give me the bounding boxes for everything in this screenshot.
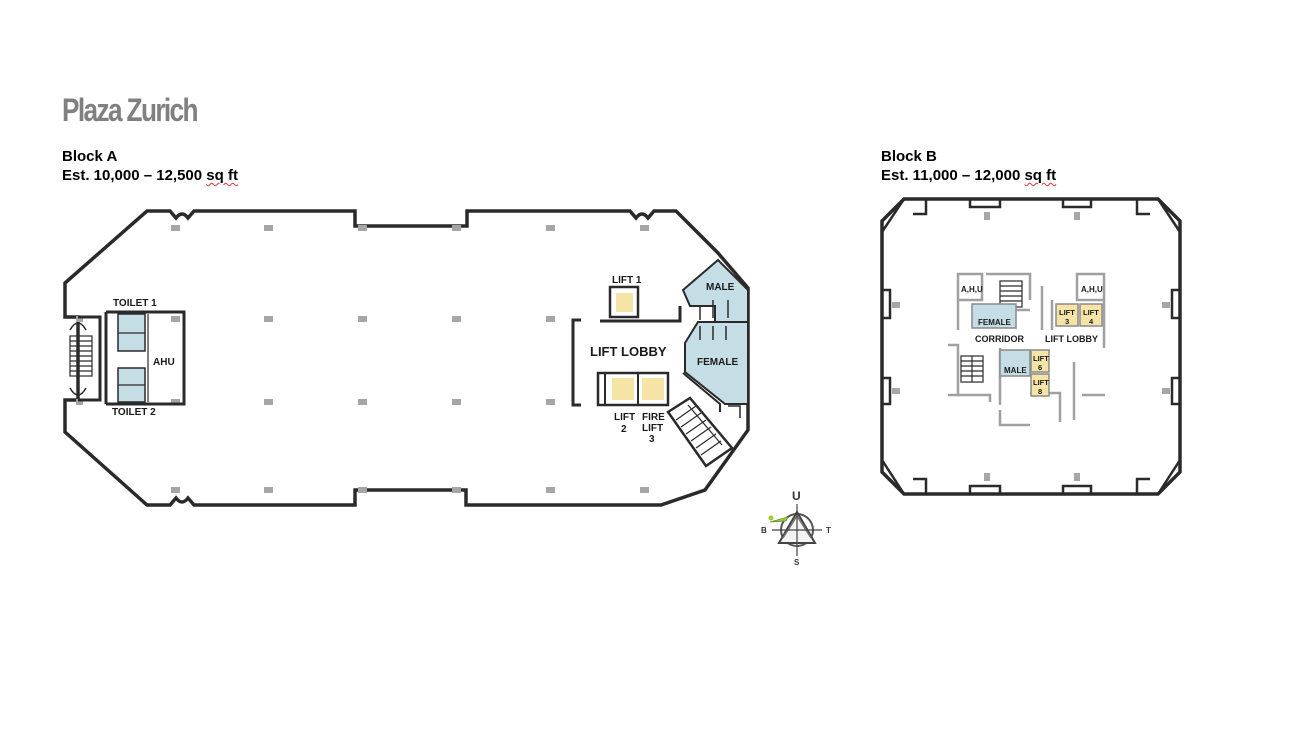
- block-a-outer-wall: [63, 209, 750, 507]
- column: [76, 316, 83, 322]
- lift-8-label-line2: 8: [1038, 387, 1042, 396]
- column: [546, 316, 555, 322]
- column: [1074, 212, 1080, 220]
- column: [358, 487, 367, 493]
- column: [546, 399, 555, 405]
- block-a-columns: [76, 225, 649, 493]
- wind-arrow-icon: [769, 516, 789, 523]
- column: [452, 316, 461, 322]
- male-toilet-room: [999, 349, 1031, 377]
- column: [640, 487, 649, 493]
- compass-south-label: S: [794, 558, 800, 567]
- column: [640, 225, 649, 231]
- page-title: Plaza Zurich: [62, 92, 199, 128]
- lift-6-label-line1: LIFT: [1033, 354, 1049, 363]
- lift-1-car: [616, 293, 633, 312]
- lift-1-label: LIFT 1: [612, 275, 642, 286]
- column: [171, 225, 180, 231]
- column: [171, 316, 180, 322]
- lift-2-car: [612, 378, 634, 400]
- column: [264, 487, 273, 493]
- column: [171, 487, 180, 493]
- column: [452, 487, 461, 493]
- column: [171, 399, 180, 405]
- block-b-heading: Block B Est. 11,000 – 12,000 sq ft: [881, 147, 1056, 185]
- block-b-core: A,H,U A,H,U FEMALE CORRIDOR LIFT LOBBY L…: [948, 272, 1106, 427]
- lift-4-label-line1: LIFT: [1083, 308, 1099, 317]
- block-a-name: Block A: [62, 148, 118, 165]
- compass-west-label: B: [761, 526, 767, 535]
- column: [984, 473, 990, 481]
- fire-lift-label-line1: FIRE: [642, 412, 665, 423]
- female-label: FEMALE: [697, 357, 738, 368]
- column: [452, 225, 461, 231]
- lift-4-car: [1079, 303, 1103, 327]
- wind-marker-icon: [768, 515, 774, 521]
- column: [76, 399, 83, 405]
- ahu-right-label: A,H,U: [1081, 285, 1103, 294]
- block-a-right-core: LIFT 1 LIFT LOBBY LIFT 2 FIRE LIFT 3 MAL…: [571, 258, 749, 468]
- column: [892, 302, 900, 308]
- lift-8-label-line1: LIFT: [1033, 378, 1049, 387]
- ahu-label: AHU: [153, 357, 175, 368]
- lift-2-label-line2: 2: [621, 424, 627, 435]
- fire-lift-label-line3: 3: [649, 434, 655, 445]
- column: [358, 225, 367, 231]
- lift-3-car: [1055, 303, 1079, 327]
- staircase-icon: [69, 335, 93, 377]
- staircase-icon: [960, 280, 1023, 383]
- block-a-heading: Block A Est. 10,000 – 12,500 sq ft: [62, 147, 238, 185]
- lift-2-label-line1: LIFT: [614, 412, 635, 423]
- compass-north-label: U: [792, 489, 801, 503]
- male-label: MALE: [1004, 366, 1027, 375]
- fire-lift-label-line2: LIFT: [642, 423, 663, 434]
- female-toilet-room: [971, 303, 1017, 329]
- lift-6-label-line2: 6: [1038, 363, 1042, 372]
- compass-rose-icon: [768, 504, 822, 556]
- corridor-label: CORRIDOR: [975, 334, 1024, 344]
- male-label: MALE: [706, 282, 735, 293]
- lift-3-label-line1: LIFT: [1059, 308, 1075, 317]
- block-a-area: Est. 10,000 – 12,500 sq ft: [62, 167, 238, 184]
- column: [264, 225, 273, 231]
- column: [546, 487, 555, 493]
- block-b-columns: [892, 212, 1170, 481]
- female-toilet-room: [684, 321, 749, 405]
- column: [264, 316, 273, 322]
- fire-lift-3-car: [642, 378, 664, 400]
- column: [1162, 388, 1170, 394]
- column: [264, 399, 273, 405]
- column: [358, 316, 367, 322]
- toilet-1-label: TOILET 1: [113, 298, 157, 309]
- column: [892, 388, 900, 394]
- column: [358, 399, 367, 405]
- column: [546, 225, 555, 231]
- lift-4-label-line2: 4: [1089, 317, 1094, 326]
- lift-lobby-label: LIFT LOBBY: [1045, 334, 1098, 344]
- column: [452, 399, 461, 405]
- block-b-name: Block B: [881, 148, 937, 165]
- compass-east-label: T: [826, 526, 831, 535]
- lift-6-car: [1030, 349, 1050, 373]
- lift-8-car: [1030, 373, 1050, 397]
- block-b-area: Est. 11,000 – 12,000 sq ft: [881, 167, 1057, 184]
- column: [1162, 302, 1170, 308]
- lift-3-label-line2: 3: [1065, 317, 1069, 326]
- column: [984, 212, 990, 220]
- lift-lobby-label: LIFT LOBBY: [590, 344, 667, 359]
- block-a-left-core: TOILET 1 AHU TOILET 2: [69, 298, 186, 418]
- block-b-inner-walls: [880, 198, 1182, 495]
- staircase-icon: [666, 396, 734, 468]
- female-label: FEMALE: [978, 318, 1012, 327]
- ahu-left-label: A,H,U: [961, 285, 983, 294]
- toilet-2-label: TOILET 2: [112, 407, 156, 418]
- column: [1074, 473, 1080, 481]
